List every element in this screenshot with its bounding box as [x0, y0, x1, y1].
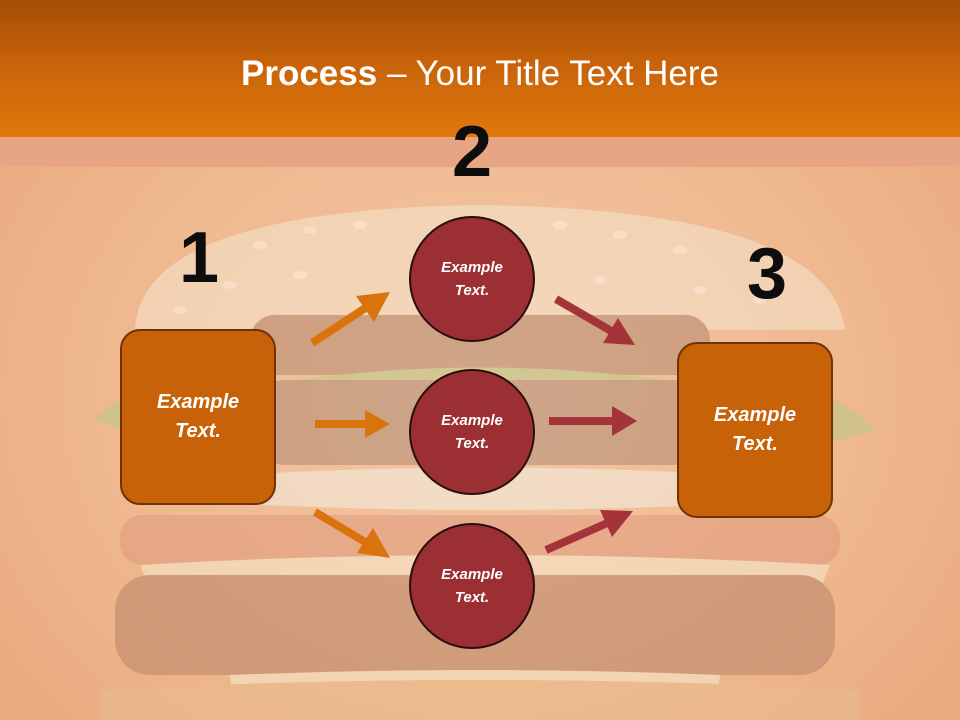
step-number-1: 1: [178, 218, 220, 298]
step-number-2: 2: [451, 112, 493, 192]
title-bold: Process: [241, 54, 378, 93]
step-box-left: Example Text.: [120, 329, 276, 505]
arrow-top-to-right: [553, 295, 635, 345]
slide-title: Process – Your Title Text Here: [0, 52, 960, 96]
circle-top: Example Text.: [409, 216, 535, 342]
circle-middle: Example Text.: [409, 369, 535, 495]
arrow-left-to-bottom: [312, 508, 390, 558]
arrow-left-to-top: [309, 292, 390, 347]
arrow-bottom-to-right: [544, 510, 633, 554]
step-number-3: 3: [746, 234, 788, 314]
header-bar: [0, 0, 960, 137]
circle-bottom: Example Text.: [409, 523, 535, 649]
arrow-left-to-middle: [315, 410, 390, 438]
step-box-right: Example Text.: [677, 342, 833, 518]
arrow-middle-to-right: [549, 406, 637, 436]
title-rest: – Your Title Text Here: [377, 54, 719, 93]
header-band: [0, 137, 960, 167]
